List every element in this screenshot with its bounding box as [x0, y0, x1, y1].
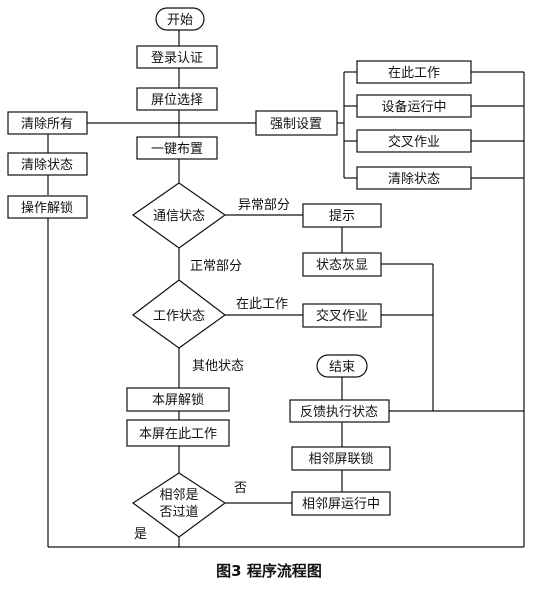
comm-status-decision: 通信状态: [131, 182, 227, 249]
screen-unlock-label: 本屏解锁: [152, 392, 204, 408]
adjacent-running-node: 相邻屏运行中: [291, 491, 391, 516]
edge-label-abnormal: 异常部分: [238, 198, 290, 213]
clear-all-node: 清除所有: [7, 111, 88, 135]
cross-op-right-node: 交叉作业: [356, 129, 472, 153]
adjacent-lock-node: 相邻屏联锁: [291, 446, 391, 471]
device-running-label: 设备运行中: [381, 99, 446, 115]
adjacent-passage-label-line1: 相邻是: [159, 488, 198, 503]
comm-status-label: 通信状态: [153, 209, 205, 224]
one-key-node: 一键布置: [136, 136, 218, 160]
feedback-status-node: 反馈执行状态: [289, 399, 390, 423]
end-node: 结束: [316, 354, 368, 378]
at-work-node: 在此工作: [356, 60, 472, 84]
clear-status-right-node: 清除状态: [356, 166, 472, 190]
adjacent-running-label: 相邻屏运行中: [302, 497, 380, 512]
login-label: 登录认证: [151, 51, 203, 66]
adjacent-passage-label-line2: 否过道: [159, 505, 198, 520]
status-gray-node: 状态灰显: [302, 252, 382, 277]
clear-status-left-node: 清除状态: [7, 152, 88, 176]
edge-label-other-status: 其他状态: [192, 359, 244, 374]
cross-op-mid-node: 交叉作业: [302, 303, 382, 328]
op-unlock-label: 操作解锁: [21, 200, 73, 216]
screen-select-label: 屏位选择: [151, 93, 203, 108]
adjacent-passage-decision: 相邻是 否过道: [131, 472, 227, 538]
clear-status-right-label: 清除状态: [388, 172, 440, 187]
screen-at-work-node: 本屏在此工作: [126, 419, 230, 447]
work-status-label: 工作状态: [153, 309, 205, 324]
at-work-label: 在此工作: [388, 66, 440, 81]
op-unlock-node: 操作解锁: [7, 195, 88, 219]
clear-all-label: 清除所有: [21, 117, 73, 132]
screen-select-node: 屏位选择: [136, 87, 218, 111]
figure-caption: 图3 程序流程图: [216, 562, 322, 580]
edge-label-at-work: 在此工作: [236, 297, 288, 312]
start-label: 开始: [167, 13, 193, 28]
connector-lines: [47, 29, 525, 548]
login-node: 登录认证: [136, 45, 218, 69]
work-status-decision: 工作状态: [131, 279, 227, 349]
screen-at-work-label: 本屏在此工作: [139, 427, 217, 442]
edge-label-normal: 正常部分: [190, 259, 242, 274]
end-label: 结束: [329, 360, 355, 375]
feedback-status-label: 反馈执行状态: [300, 405, 378, 420]
force-set-node: 强制设置: [255, 110, 338, 136]
cross-op-mid-label: 交叉作业: [316, 308, 368, 324]
adjacent-lock-label: 相邻屏联锁: [308, 451, 373, 467]
one-key-label: 一键布置: [151, 142, 203, 157]
edge-label-no: 否: [234, 481, 247, 496]
screen-unlock-node: 本屏解锁: [126, 387, 230, 412]
status-gray-label: 状态灰显: [316, 258, 368, 273]
force-set-label: 强制设置: [270, 117, 322, 132]
prompt-label: 提示: [329, 208, 355, 224]
cross-op-right-label: 交叉作业: [388, 134, 440, 150]
prompt-node: 提示: [302, 203, 382, 228]
device-running-node: 设备运行中: [356, 94, 472, 118]
clear-status-left-label: 清除状态: [21, 158, 73, 173]
edge-label-yes: 是: [134, 527, 147, 542]
start-node: 开始: [155, 7, 205, 31]
